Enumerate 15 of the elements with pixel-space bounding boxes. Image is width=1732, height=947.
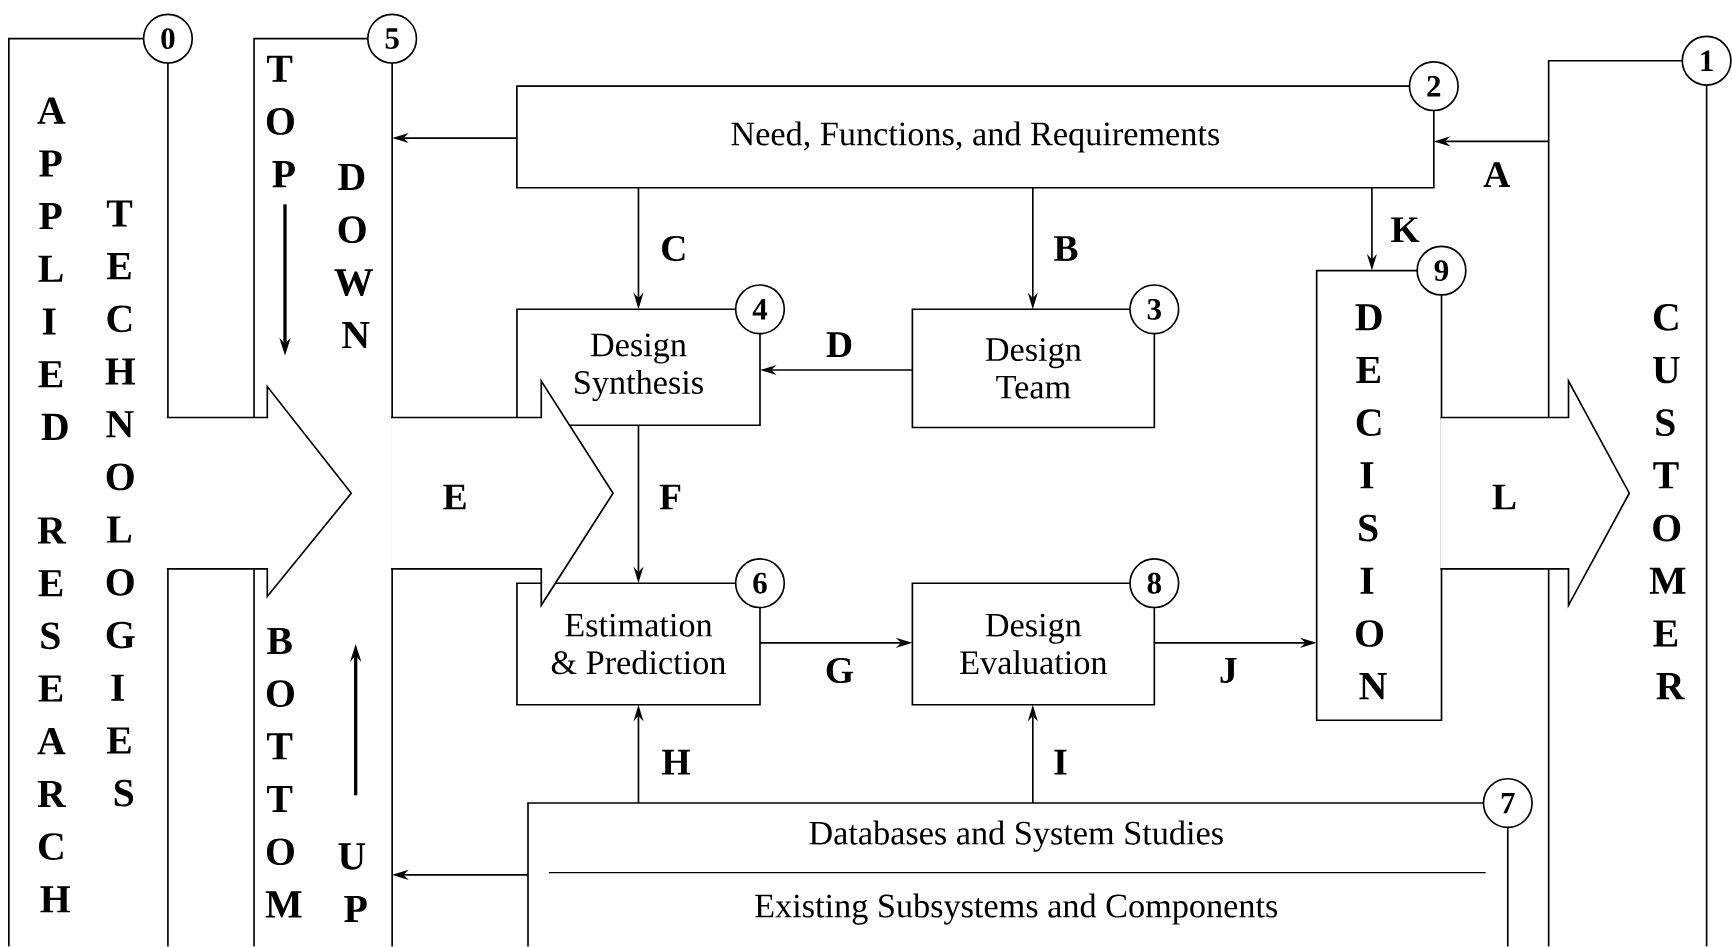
edge-label: B [1051,234,1080,263]
edge-label: L [1490,483,1519,512]
block-arrow [390,378,615,609]
edge-label: F [657,483,684,512]
edge-label: J [1217,656,1240,685]
block-arrow [1439,378,1631,609]
edge-label: I [1051,748,1070,777]
edge-label: D [824,330,855,359]
edge-label: E [441,483,470,512]
edge-label: G [823,656,856,685]
edge-label: K [1388,216,1422,244]
edge-label: C [658,234,689,263]
edge-label: A [1481,160,1512,189]
edge-label: H [659,748,693,777]
block-arrow [166,384,353,599]
